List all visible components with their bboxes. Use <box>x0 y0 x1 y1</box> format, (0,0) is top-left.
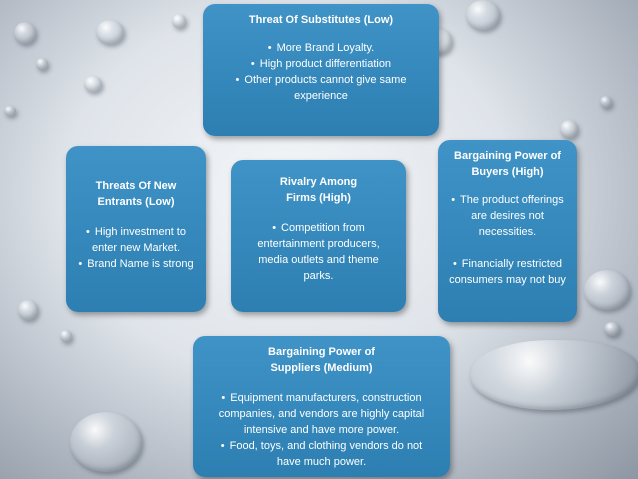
water-drop <box>96 20 124 44</box>
threat-of-new-entrants-box: Threats Of New Entrants (Low) High inves… <box>66 146 206 312</box>
bullet-item: Competition from entertainment producers… <box>249 220 388 284</box>
bullet-list: Competition from entertainment producers… <box>249 220 388 284</box>
threat-of-substitutes-box: Threat Of Substitutes (Low) More Brand L… <box>203 4 439 136</box>
box-title: Threat Of Substitutes (Low) <box>248 14 394 26</box>
box-title: Bargaining Power of Suppliers (Medium) <box>268 346 375 374</box>
water-drop <box>600 96 612 108</box>
bullet-item: Equipment manufacturers, construction co… <box>203 390 440 438</box>
water-drop <box>84 76 102 92</box>
water-drop <box>70 412 142 472</box>
bargaining-power-of-buyers-box: Bargaining Power of Buyers (High) The pr… <box>438 140 577 322</box>
water-drop <box>14 22 36 44</box>
bullet-item: Brand Name is strong <box>72 256 200 272</box>
water-drop <box>60 330 72 342</box>
water-drop <box>560 120 578 138</box>
bargaining-power-of-suppliers-box: Bargaining Power of Suppliers (Medium) E… <box>193 336 450 477</box>
bullet-list: Equipment manufacturers, construction co… <box>203 390 440 470</box>
bullet-item: Other products cannot give same experien… <box>213 72 429 104</box>
bullet-item: High product differentiation <box>213 56 429 72</box>
box-title: Bargaining Power of Buyers (High) <box>454 150 561 178</box>
water-drop <box>4 106 16 116</box>
bullet-item: The product offerings are desires not ne… <box>448 192 567 240</box>
bullet-list: The product offerings are desires not ne… <box>448 192 567 288</box>
water-drop <box>172 14 186 28</box>
water-drop <box>604 322 620 336</box>
box-title: Rivalry Among Firms (High) <box>279 176 358 204</box>
rivalry-among-firms-box: Rivalry Among Firms (High) Competition f… <box>231 160 406 312</box>
bullet-item: High investment to enter new Market. <box>72 224 200 256</box>
bullet-item: More Brand Loyalty. <box>213 40 429 56</box>
bullet-item: Food, toys, and clothing vendors do not … <box>203 438 440 470</box>
bullet-list: High investment to enter new Market. Bra… <box>72 224 200 272</box>
bullet-item: Financially restricted consumers may not… <box>448 256 567 288</box>
water-drop <box>18 300 38 320</box>
water-drop <box>36 58 48 70</box>
bullet-list: More Brand Loyalty. High product differe… <box>213 40 429 104</box>
water-drop <box>466 0 500 30</box>
water-drop <box>470 340 638 410</box>
water-drop <box>584 270 630 310</box>
box-title: Threats Of New Entrants (Low) <box>95 180 177 208</box>
